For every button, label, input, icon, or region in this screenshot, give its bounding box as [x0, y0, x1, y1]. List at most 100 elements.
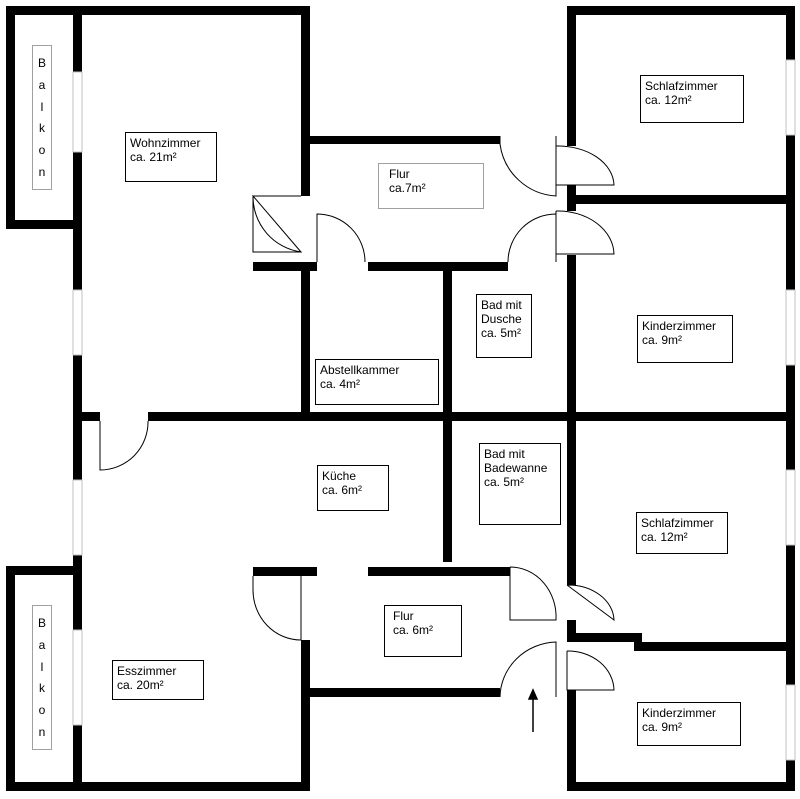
room-name-line2: Dusche [481, 312, 522, 326]
wall-bottom-left [73, 782, 310, 791]
balcony-letter: B [37, 55, 46, 70]
room-area: ca.7m² [389, 181, 426, 195]
wall-storage-top-left [253, 262, 317, 271]
wall-right-inner-mid [567, 255, 576, 585]
wall-kitchen-bottom-right [368, 567, 510, 576]
room-name: Flur [389, 167, 410, 181]
wall-kids-bottom-top-2 [634, 642, 795, 651]
door-wohnzimmer-esszimmer [99, 420, 149, 471]
window-esszimmer-1 [72, 479, 83, 556]
room-label-kueche: Küche ca. 6m² [317, 465, 389, 511]
window-wohnzimmer-1 [72, 71, 83, 153]
wall-flur-top [310, 136, 500, 144]
room-area: ca. 12m² [645, 93, 692, 107]
balcony-bottom-wall-bottom [6, 782, 82, 791]
window-schlafzimmer-bottom [785, 469, 796, 546]
room-area: ca. 12m² [641, 530, 688, 544]
balcony-bottom-wall-top [6, 566, 82, 575]
room-area: ca. 21m² [130, 150, 177, 164]
balcony-top: B a l k o n [32, 45, 52, 190]
door-bad-dusche [507, 213, 557, 263]
wall-right-outer [786, 6, 795, 791]
room-name: Abstellkammer [320, 363, 400, 377]
balcony-letter: a [38, 637, 46, 652]
room-name: Küche [322, 469, 357, 483]
wall-mid-left-lower [301, 640, 310, 791]
wall-storage-left [301, 262, 310, 416]
room-label-wohnzimmer: Wohnzimmer ca. 21m² [125, 132, 217, 182]
balcony-bottom-wall-left [6, 566, 15, 791]
wall-bottom-right [567, 782, 795, 791]
room-label-kinderzimmer-bottom: Kinderzimmer ca. 9m² [637, 702, 741, 746]
balcony-top-wall-bottom [6, 220, 82, 229]
room-label-esszimmer: Esszimmer ca. 20m² [112, 660, 204, 700]
door-wohnzimmer-flur [252, 194, 303, 253]
room-label-flur-top: Flur ca.7m² [378, 163, 484, 209]
room-area: ca. 6m² [322, 483, 363, 497]
door-schlafzimmer-bottom [566, 584, 615, 622]
windows [72, 59, 796, 761]
room-area: ca. 9m² [642, 333, 683, 347]
room-label-schlafzimmer-bottom: Schlafzimmer ca. 12m² [636, 512, 728, 554]
wall-kids-bottom-top [576, 633, 642, 642]
door-kinderzimmer-bottom [566, 650, 615, 691]
room-label-kinderzimmer-top: Kinderzimmer ca. 9m² [637, 315, 733, 363]
room-label-bad-dusche: Bad mit Dusche ca. 5m² [476, 294, 532, 358]
wall-mid-left-upper [301, 6, 310, 196]
door-abstellkammer [316, 213, 366, 263]
room-name: Wohnzimmer [130, 136, 201, 150]
balcony-letter: k [39, 121, 45, 136]
room-name: Esszimmer [117, 664, 177, 678]
room-area: ca. 5m² [481, 326, 522, 340]
entrance-arrow [527, 688, 539, 732]
balcony-letter: k [39, 681, 45, 696]
room-name: Kinderzimmer [642, 319, 717, 333]
balcony-letter: n [38, 725, 46, 740]
room-name: Schlafzimmer [645, 79, 718, 93]
door-bad-wanne [509, 566, 557, 621]
room-name-line2: Badewanne [484, 461, 548, 475]
window-kinderzimmer-top [785, 289, 796, 366]
room-label-schlafzimmer-top: Schlafzimmer ca. 12m² [640, 75, 744, 123]
room-label-abstellkammer: Abstellkammer ca. 4m² [315, 359, 439, 405]
room-name-line1: Bad mit [481, 298, 522, 312]
balcony-letter: a [38, 77, 46, 92]
balcony-letter: o [38, 703, 46, 718]
balcony-bottom: B a l k o n [32, 605, 52, 750]
wall-middle [148, 412, 795, 421]
wall-right-inner-low [567, 620, 576, 642]
balcony-letter: o [38, 143, 46, 158]
wall-kitchen-bottom-left [253, 567, 317, 576]
balcony-letter: l [40, 659, 44, 674]
room-label-bad-wanne: Bad mit Badewanne ca. 5m² [479, 443, 561, 525]
door-esszimmer-flur [252, 576, 302, 641]
wall-bedroom-top-bottom [576, 195, 795, 204]
room-name: Kinderzimmer [642, 706, 717, 720]
room-label-flur-bottom: Flur ca. 6m² [384, 605, 462, 657]
window-wohnzimmer-2 [72, 289, 83, 356]
window-schlafzimmer-top [785, 59, 796, 136]
room-name-line1: Bad mit [484, 447, 525, 461]
wall-right-inner-top [567, 6, 576, 146]
door-kinderzimmer-top [555, 210, 615, 255]
window-esszimmer-2 [72, 629, 83, 726]
door-flur-entrance-top [499, 136, 557, 197]
walls [6, 6, 795, 791]
door-swings [99, 136, 615, 698]
room-area: ca. 6m² [393, 623, 434, 637]
wall-right-inner-bottom [567, 690, 576, 791]
room-area: ca. 5m² [484, 475, 525, 489]
wall-right-stub-top [567, 185, 576, 211]
wall-left-outer [73, 6, 82, 791]
balcony-top-wall-left [6, 6, 15, 228]
wall-storage-top-right [368, 262, 508, 271]
wall-top-right [567, 6, 795, 15]
balcony-letter: n [38, 165, 46, 180]
entrance-arrow-head [527, 688, 539, 700]
wall-flur-bottom [310, 688, 500, 697]
wall-middle-left-stub [82, 412, 100, 421]
room-area: ca. 4m² [320, 377, 361, 391]
room-name: Flur [393, 609, 414, 623]
balcony-top-wall-top [6, 6, 82, 15]
